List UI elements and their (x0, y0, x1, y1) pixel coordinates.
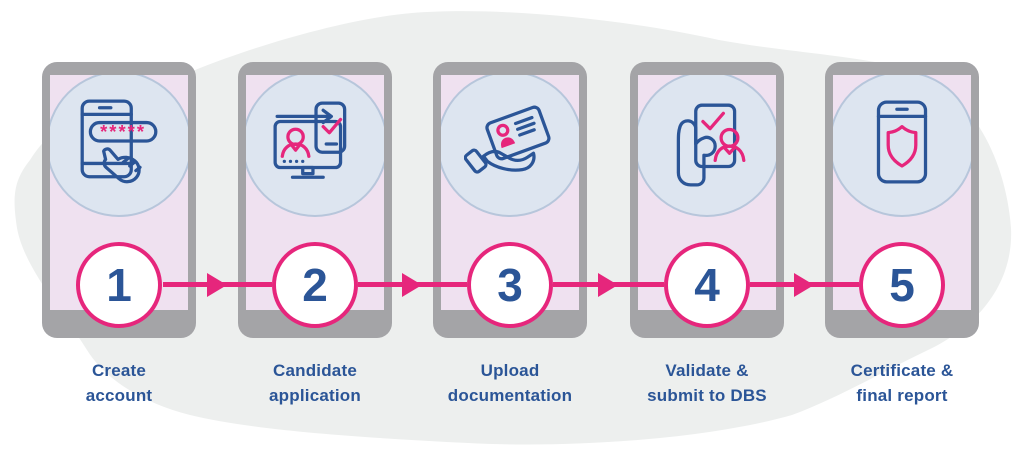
step-label-5: Certificate & final report (797, 358, 1007, 408)
icon-halo: ***** (50, 75, 188, 217)
step-label-3: Upload documentation (405, 358, 615, 408)
step-label-2: Candidate application (210, 358, 420, 408)
step-label-line2: submit to DBS (647, 386, 767, 405)
step-card-3: 3 (433, 62, 587, 338)
step-label-1: Create account (14, 358, 224, 408)
step-label-line1: Candidate (273, 361, 357, 380)
monitor-candidate-icon (273, 101, 347, 179)
step-label-line1: Certificate & (850, 361, 954, 380)
step-label-line2: documentation (447, 386, 573, 405)
password-mask-text: ***** (100, 121, 146, 142)
step-card-1: ***** 1 (42, 62, 196, 338)
phone-password-icon: ***** (80, 99, 158, 184)
arrow-right-icon (794, 273, 814, 297)
step-number-badge-5: 5 (859, 242, 945, 328)
step-label-line2: application (269, 386, 361, 405)
step-number: 2 (302, 259, 328, 311)
step-label-line1: Upload (480, 361, 540, 380)
step-label-line2: final report (856, 386, 948, 405)
icon-halo (441, 75, 579, 217)
step-card-2: 2 (238, 62, 392, 338)
step-label-line1: Validate & (665, 361, 749, 380)
step-number-badge-1: 1 (76, 242, 162, 328)
phone-screen (246, 75, 384, 310)
hand-phone-check-icon (676, 103, 746, 187)
icon-halo (638, 75, 776, 217)
arrow-right-icon (402, 273, 422, 297)
step-card-4: 4 (630, 62, 784, 338)
step-number: 3 (497, 259, 523, 311)
step-label-4: Validate & submit to DBS (602, 358, 812, 408)
hand-id-card-icon (464, 105, 551, 174)
phone-screen: ***** (50, 75, 188, 310)
step-number: 4 (694, 259, 720, 311)
phone-shield-icon (876, 100, 928, 184)
icon-halo (246, 75, 384, 217)
arrow-right-icon (598, 273, 618, 297)
step-card-5: 5 (825, 62, 979, 338)
step-label-line1: Create (91, 361, 147, 380)
icon-halo (833, 75, 971, 217)
step-number-badge-2: 2 (272, 242, 358, 328)
step-number: 1 (106, 259, 132, 311)
step-number-badge-4: 4 (664, 242, 750, 328)
step-number: 5 (889, 259, 915, 311)
step-label-line2: account (85, 386, 153, 405)
arrow-right-icon (207, 273, 227, 297)
step-number-badge-3: 3 (467, 242, 553, 328)
